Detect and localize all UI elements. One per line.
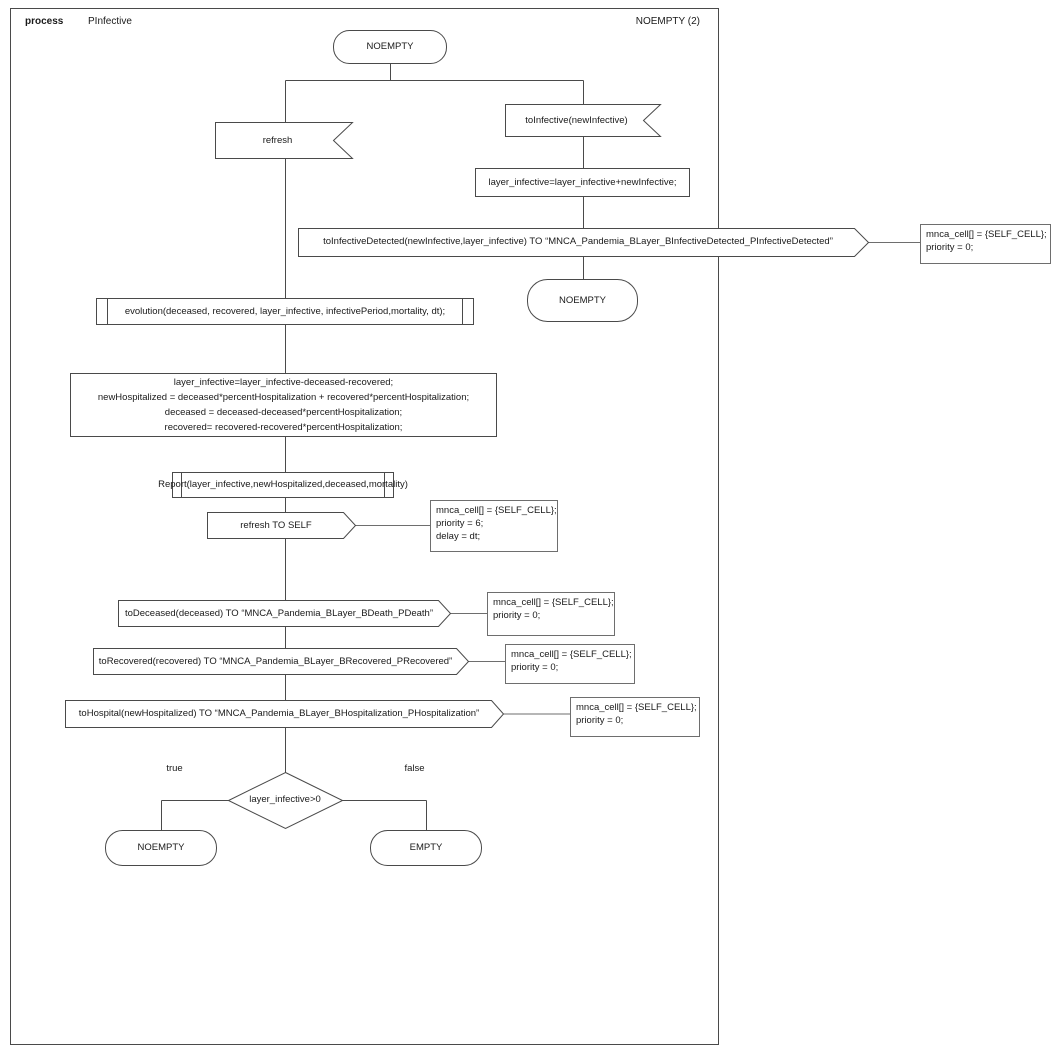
output-refresh-self[interactable]: refresh TO SELF (240, 519, 312, 531)
process-name-label: PInfective (88, 16, 132, 27)
procedure-report-shape (172, 472, 394, 498)
comment-line: mnca_cell[] = {SELF_CELL}; (926, 229, 1047, 240)
comment-to-deceased-shape (487, 592, 615, 636)
state-noempty-after-receive[interactable]: NOEMPTY (559, 294, 606, 306)
comment-line: priority = 0; (493, 610, 541, 621)
output-to-recovered[interactable]: toRecovered(recovered) TO “MNCA_Pandemia… (98, 655, 453, 667)
procedure-report[interactable]: Report(layer_infective,newHospitalized,d… (158, 479, 408, 490)
task-update-shape (70, 373, 497, 437)
comment-line: delay = dt; (436, 531, 481, 542)
procedure-evolution[interactable]: evolution(deceased, recovered, layer_inf… (124, 305, 446, 317)
output-to-deceased-shape (118, 600, 452, 627)
output-to-hospital[interactable]: toHospital(newHospitalized) TO “MNCA_Pan… (78, 708, 480, 719)
output-to-recovered-shape (93, 648, 470, 675)
task-accumulate-shape (475, 168, 690, 197)
procedure-evolution-shape (96, 298, 474, 325)
comment-line: priority = 0; (576, 715, 624, 726)
diagram-title-label: NOEMPTY (2) (635, 16, 700, 27)
input-to-infective-shape (505, 104, 662, 137)
task-update[interactable]: layer_infective=layer_infective-deceased… (70, 373, 497, 437)
comment-line: mnca_cell[] = {SELF_CELL}; (576, 702, 697, 713)
branch-true-label: true (166, 763, 183, 774)
output-to-hospital-shape (65, 700, 505, 728)
task-accumulate[interactable]: layer_infective=layer_infective+newInfec… (488, 176, 677, 188)
comment-to-deceased[interactable]: mnca_cell[] = {SELF_CELL}; priority = 0; (488, 593, 614, 634)
comment-line: priority = 0; (926, 242, 974, 253)
output-to-deceased[interactable]: toDeceased(deceased) TO “MNCA_Pandemia_B… (124, 607, 434, 619)
state-end-noempty[interactable]: NOEMPTY (137, 842, 185, 853)
task-update-line: newHospitalized = deceased*percentHospit… (97, 392, 470, 403)
comment-to-hospital-shape (570, 697, 700, 737)
comment-line: mnca_cell[] = {SELF_CELL}; (436, 505, 557, 516)
comment-connector-lines (355, 242, 921, 715)
state-end-empty-shape (370, 830, 482, 866)
state-noempty-after-receive-shape (527, 279, 638, 322)
process-frame (10, 8, 719, 1045)
output-to-infective-detected[interactable]: toInfectiveDetected(newInfective,layer_i… (323, 236, 833, 247)
state-start[interactable]: NOEMPTY (366, 41, 414, 52)
process-kind-label: process (25, 16, 64, 27)
input-to-infective[interactable]: toInfective(newInfective) (525, 114, 628, 126)
comment-to-hospital[interactable]: mnca_cell[] = {SELF_CELL}; priority = 0; (571, 698, 699, 735)
comment-line: priority = 6; (436, 518, 484, 529)
comment-line: priority = 0; (511, 662, 559, 673)
decision-shape (227, 771, 344, 830)
branch-false-label: false (404, 763, 425, 774)
comment-infective-detected[interactable]: mnca_cell[] = {SELF_CELL}; priority = 0; (921, 225, 1050, 262)
comment-refresh-self[interactable]: mnca_cell[] = {SELF_CELL}; priority = 6;… (431, 501, 557, 550)
output-refresh-self-shape (207, 512, 357, 539)
comment-to-recovered-shape (505, 644, 635, 684)
task-update-line: recovered= recovered-recovered*percentHo… (164, 422, 403, 433)
comment-line: mnca_cell[] = {SELF_CELL}; (511, 649, 632, 660)
comment-line: mnca_cell[] = {SELF_CELL}; (493, 597, 614, 608)
procedure-report-bars (181, 472, 385, 498)
decision-layer-infective[interactable]: layer_infective>0 (249, 794, 321, 805)
input-refresh[interactable]: refresh (262, 134, 293, 146)
state-end-noempty-shape (105, 830, 217, 866)
procedure-evolution-bars (107, 298, 463, 325)
comment-to-recovered[interactable]: mnca_cell[] = {SELF_CELL}; priority = 0; (506, 645, 634, 682)
comment-refresh-self-shape (430, 500, 558, 552)
state-start-shape (333, 30, 447, 64)
task-update-line: layer_infective=layer_infective-deceased… (173, 377, 394, 388)
output-to-infective-detected-shape (298, 228, 870, 257)
state-end-empty[interactable]: EMPTY (409, 842, 443, 853)
input-refresh-shape (215, 122, 354, 159)
task-update-line: deceased = deceased-deceased*percentHosp… (164, 407, 403, 418)
